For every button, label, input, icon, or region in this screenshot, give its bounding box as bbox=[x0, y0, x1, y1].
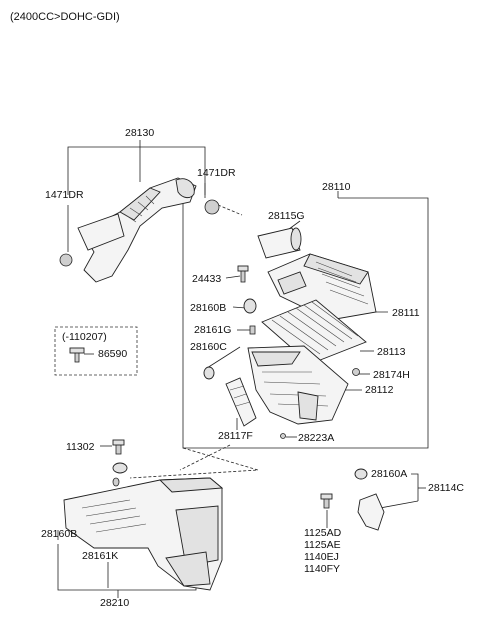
label-28174H: 28174H bbox=[373, 369, 410, 381]
intake-hose-28130 bbox=[59, 177, 220, 283]
label-28161K: 28161K bbox=[82, 550, 119, 562]
label-28223A: 28223A bbox=[298, 432, 335, 444]
label-1125AD: 1125AD bbox=[304, 527, 342, 539]
label-28114C: 28114C bbox=[428, 482, 465, 494]
label-28113: 28113 bbox=[377, 346, 406, 358]
air-intake-duct-28210 bbox=[63, 477, 224, 591]
label-28161G: 28161G bbox=[194, 324, 232, 336]
label-28112: 28112 bbox=[365, 384, 394, 396]
air-cleaner-cover-28111 bbox=[267, 253, 377, 321]
label-28160B-top: 28160B bbox=[190, 302, 227, 314]
leader-lines bbox=[57, 140, 429, 598]
inset-box bbox=[54, 326, 138, 376]
label-1471DR-left: 1471DR bbox=[45, 189, 84, 201]
label-28117F: 28117F bbox=[218, 430, 253, 442]
label-28110: 28110 bbox=[322, 181, 351, 193]
bolt-11302 bbox=[112, 439, 128, 487]
label-1140EJ: 1140EJ bbox=[304, 551, 339, 563]
label-1140FY: 1140FY bbox=[304, 563, 340, 575]
label-28130: 28130 bbox=[125, 127, 155, 139]
air-cleaner-body-28112 bbox=[247, 345, 349, 425]
label-28160B-bottom: 28160B bbox=[41, 528, 78, 540]
grommets bbox=[203, 298, 257, 380]
label-24433: 24433 bbox=[192, 273, 222, 285]
label-28160C: 28160C bbox=[190, 341, 227, 353]
label-28111: 28111 bbox=[392, 307, 420, 319]
label-28160A: 28160A bbox=[371, 468, 408, 480]
clips bbox=[280, 368, 360, 439]
resonator-28115G bbox=[257, 227, 302, 259]
label-28210: 28210 bbox=[100, 597, 130, 609]
label-28115G: 28115G bbox=[268, 210, 305, 222]
label-1125AE: 1125AE bbox=[304, 539, 341, 551]
bracket-28114C bbox=[320, 468, 385, 531]
inset-date-code: (-110207) bbox=[62, 331, 107, 343]
duct-28117F bbox=[225, 377, 257, 427]
bolt-24433 bbox=[237, 265, 249, 283]
label-11302: 11302 bbox=[66, 441, 95, 453]
label-86590: 86590 bbox=[98, 348, 128, 360]
assembly-dash-lines bbox=[129, 204, 259, 479]
engine-spec-title: (2400CC>DOHC-GDI) bbox=[10, 11, 120, 23]
label-1471DR-right: 1471DR bbox=[197, 167, 236, 179]
